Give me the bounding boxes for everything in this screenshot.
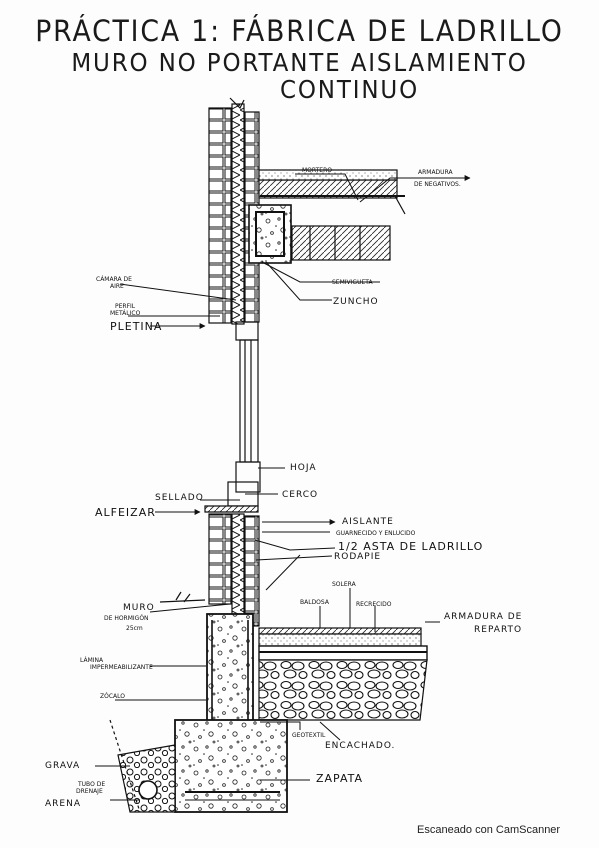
label-aislante: AISLANTE: [342, 517, 394, 527]
label-baldosa: BALDOSA: [300, 599, 330, 606]
gravel-bed: [258, 659, 428, 721]
label-tubo-1: TUBO DE: [77, 781, 105, 788]
label-rodapie: RODAPIE: [334, 552, 381, 562]
insulation-layer: [231, 103, 245, 325]
mortar-layer: [258, 169, 398, 181]
title-line-2: MURO NO PORTANTE AISLAMIENTO: [71, 48, 528, 77]
label-recrecido: RECRECIDO: [356, 601, 392, 608]
label-zocalo: ZÓCALO: [100, 693, 125, 700]
label-armadura-reparto-2: REPARTO: [474, 625, 522, 635]
label-arena: ARENA: [45, 799, 81, 809]
drain-pipe: [138, 780, 158, 800]
lower-brick-leaf: [208, 513, 232, 605]
label-zuncho: ZUNCHO: [333, 297, 379, 307]
label-armadura-negativos-1: ARMADURA: [418, 169, 453, 176]
label-sellado: SELLADO: [155, 493, 204, 503]
title-line-3: CONTINUO: [279, 75, 420, 104]
label-lamina-1: LÁMINA: [80, 657, 104, 664]
label-alfeizar: ALFEIZAR: [95, 506, 156, 519]
label-pletina: PLETINA: [110, 320, 162, 333]
label-asta-ladrillo: 1/2 ASTA DE LADRILLO: [338, 540, 483, 553]
annotations: MORTERO ARMADURA DE NEGATIVOS. SEMIVIGUE…: [45, 167, 522, 809]
label-muro-2: DE HORMIGÓN: [104, 615, 149, 622]
label-encachado: ENCACHADO.: [325, 741, 395, 751]
label-armadura-reparto-1: ARMADURA DE: [444, 612, 522, 622]
label-perfil-1: PERFIL: [115, 303, 136, 310]
title-line-1: PRÁCTICA 1: FÁBRICA DE LADRILLO: [35, 14, 564, 48]
label-camara-2: AIRE: [110, 283, 124, 290]
footing: [174, 719, 288, 813]
label-perfil-2: METÁLICO: [110, 310, 141, 317]
concrete-wall: [206, 613, 254, 723]
label-mortero: MORTERO: [302, 167, 332, 174]
label-armadura-negativos-2: DE NEGATIVOS.: [414, 181, 461, 188]
label-muro-1: MURO: [123, 603, 155, 613]
label-lamina-2: IMPERMEABILIZANTE: [90, 664, 153, 671]
label-semivigueta: SEMIVIGUETA: [332, 279, 373, 286]
scanner-watermark: Escaneado con CamScanner: [417, 824, 561, 836]
label-muro-3: 25cm: [126, 625, 143, 632]
label-zapata: ZAPATA: [316, 772, 363, 785]
label-camara-1: CÁMARA DE: [96, 276, 132, 283]
label-geotextil: GEOTEXTIL: [292, 732, 326, 739]
label-guarnecido: GUARNECIDO Y ENLUCIDO: [336, 530, 416, 537]
label-hoja: HOJA: [290, 463, 317, 473]
floor-tiles: [258, 627, 422, 635]
upper-brick-leaf: [208, 107, 232, 324]
section-geometry: [109, 97, 428, 813]
label-grava: GRAVA: [45, 761, 80, 771]
joist-block: [291, 225, 391, 261]
screed: [258, 633, 422, 647]
leader-lines: [95, 173, 471, 801]
label-solera: SOLERA: [332, 581, 357, 588]
drainage-gravel: [117, 744, 176, 813]
label-cerco: CERCO: [282, 490, 318, 500]
label-tubo-2: DRENAJE: [76, 788, 103, 795]
